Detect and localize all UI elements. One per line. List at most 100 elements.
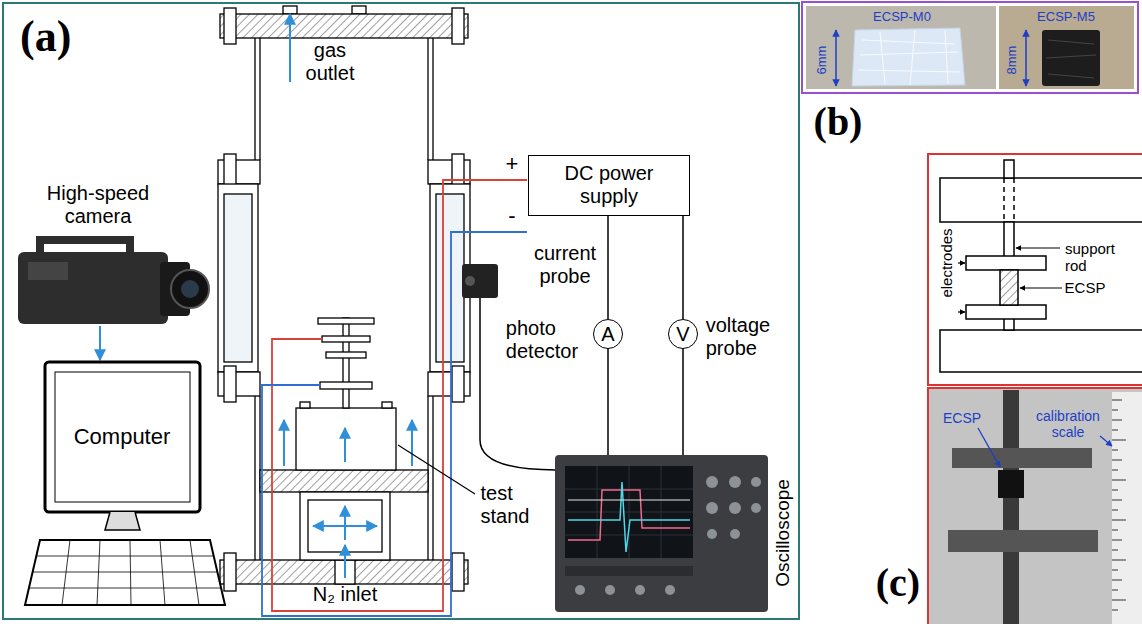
oscilloscope bbox=[565, 535, 693, 536]
leader-line bbox=[398, 445, 475, 494]
holder-photo bbox=[1112, 610, 1118, 611]
flow-label: N₂ inlet bbox=[313, 583, 377, 606]
holder-photo bbox=[948, 530, 1098, 552]
sample-photos bbox=[802, 2, 1138, 93]
computer bbox=[62, 540, 70, 605]
holder-schematic bbox=[1013, 178, 1015, 222]
holder-schematic bbox=[1003, 178, 1005, 222]
sample-photos bbox=[1025, 30, 1027, 86]
sample-photos bbox=[860, 52, 958, 55]
holder-schematic bbox=[966, 256, 1046, 270]
sample-photos bbox=[1042, 30, 1100, 86]
gas-flow-arrow bbox=[345, 525, 377, 527]
holder-photo bbox=[1112, 400, 1122, 401]
test-chamber bbox=[452, 553, 464, 591]
photo-detector bbox=[462, 264, 556, 470]
holder-photo bbox=[998, 470, 1024, 498]
computer bbox=[25, 540, 225, 605]
part-label: electrodes bbox=[938, 228, 955, 297]
holder-photo bbox=[1112, 490, 1118, 491]
holder-photo bbox=[1112, 510, 1118, 511]
holder-schematic bbox=[1020, 287, 1062, 288]
holder-photo bbox=[1112, 590, 1118, 591]
positive-wire bbox=[272, 180, 527, 611]
oscilloscope bbox=[565, 466, 693, 558]
test-chamber bbox=[326, 352, 366, 358]
oscilloscope bbox=[568, 500, 690, 501]
test-chamber bbox=[224, 194, 252, 362]
holder-photo bbox=[1112, 580, 1122, 581]
instrument-box: DC power supply bbox=[528, 155, 690, 216]
computer bbox=[55, 372, 190, 502]
box-label: DC power supply bbox=[543, 162, 675, 208]
computer bbox=[29, 588, 221, 589]
meter-letter: V bbox=[676, 323, 689, 346]
holder-schematic bbox=[1004, 160, 1014, 178]
holder-photo bbox=[928, 388, 1142, 624]
gas-flow-arrow bbox=[411, 420, 413, 466]
gas-flow-arrow bbox=[344, 545, 346, 578]
test-chamber bbox=[218, 184, 258, 372]
meter-symbol: A bbox=[593, 319, 623, 349]
holder-schematic bbox=[940, 330, 1142, 372]
meter-symbol: V bbox=[668, 319, 698, 349]
panel-letter: (a) bbox=[20, 12, 71, 63]
holder-schematic bbox=[966, 305, 1046, 319]
oscilloscope bbox=[568, 482, 690, 552]
holder-photo bbox=[1112, 530, 1118, 531]
part-label: calibration scale bbox=[1036, 408, 1100, 440]
photo-detector bbox=[465, 276, 475, 286]
oscilloscope bbox=[730, 529, 740, 539]
test-chamber bbox=[320, 382, 372, 389]
oscilloscope bbox=[605, 585, 615, 595]
sample-name: ECSP-M0 bbox=[873, 10, 931, 25]
gas-flow-arrow bbox=[99, 326, 101, 360]
computer bbox=[29, 540, 221, 605]
probe-wire bbox=[607, 216, 609, 319]
panel-letter: (c) bbox=[876, 560, 920, 606]
high-speed-camera bbox=[40, 240, 130, 254]
holder-schematic bbox=[940, 178, 1142, 222]
holder-photo bbox=[1112, 470, 1118, 471]
sample-photos bbox=[880, 32, 885, 84]
oscilloscope bbox=[555, 455, 768, 612]
oscilloscope bbox=[635, 585, 645, 595]
high-speed-camera bbox=[18, 240, 209, 324]
oscilloscope bbox=[565, 466, 693, 558]
test-chamber bbox=[254, 38, 255, 160]
sample-photos bbox=[852, 28, 965, 86]
probe-lead bbox=[608, 348, 683, 455]
computer bbox=[97, 540, 100, 605]
holder-photo bbox=[1112, 410, 1118, 411]
computer bbox=[160, 540, 165, 605]
holder-photo bbox=[1003, 390, 1019, 624]
flow-label: gas outlet bbox=[306, 39, 355, 85]
test-chamber bbox=[259, 38, 260, 160]
holder-photo bbox=[928, 388, 1142, 624]
holder-photo bbox=[1112, 570, 1118, 571]
gas-flow-arrow bbox=[313, 525, 345, 527]
test-chamber bbox=[220, 14, 468, 38]
gas-flow-arrow bbox=[283, 420, 285, 466]
holder-photo bbox=[1112, 600, 1126, 601]
holder-photo bbox=[1112, 450, 1118, 451]
sample-photos bbox=[858, 30, 960, 85]
test-chamber bbox=[427, 38, 428, 160]
test-chamber bbox=[224, 553, 236, 591]
test-chamber bbox=[283, 6, 297, 14]
sample-photos bbox=[862, 40, 955, 44]
oscilloscope bbox=[706, 502, 718, 514]
oscilloscope bbox=[575, 585, 585, 595]
computer bbox=[36, 556, 214, 557]
test-chamber bbox=[343, 318, 349, 408]
test-chamber bbox=[432, 396, 433, 560]
oscilloscope bbox=[565, 566, 693, 576]
part-label: support rod bbox=[1065, 240, 1115, 275]
device-label: photo detector bbox=[506, 317, 578, 363]
sample-name: ECSP-M5 bbox=[1037, 10, 1095, 25]
test-chamber bbox=[322, 336, 370, 342]
gas-flow-arrow bbox=[289, 14, 291, 82]
probe-label: current probe bbox=[534, 242, 596, 288]
test-chamber bbox=[352, 6, 366, 14]
